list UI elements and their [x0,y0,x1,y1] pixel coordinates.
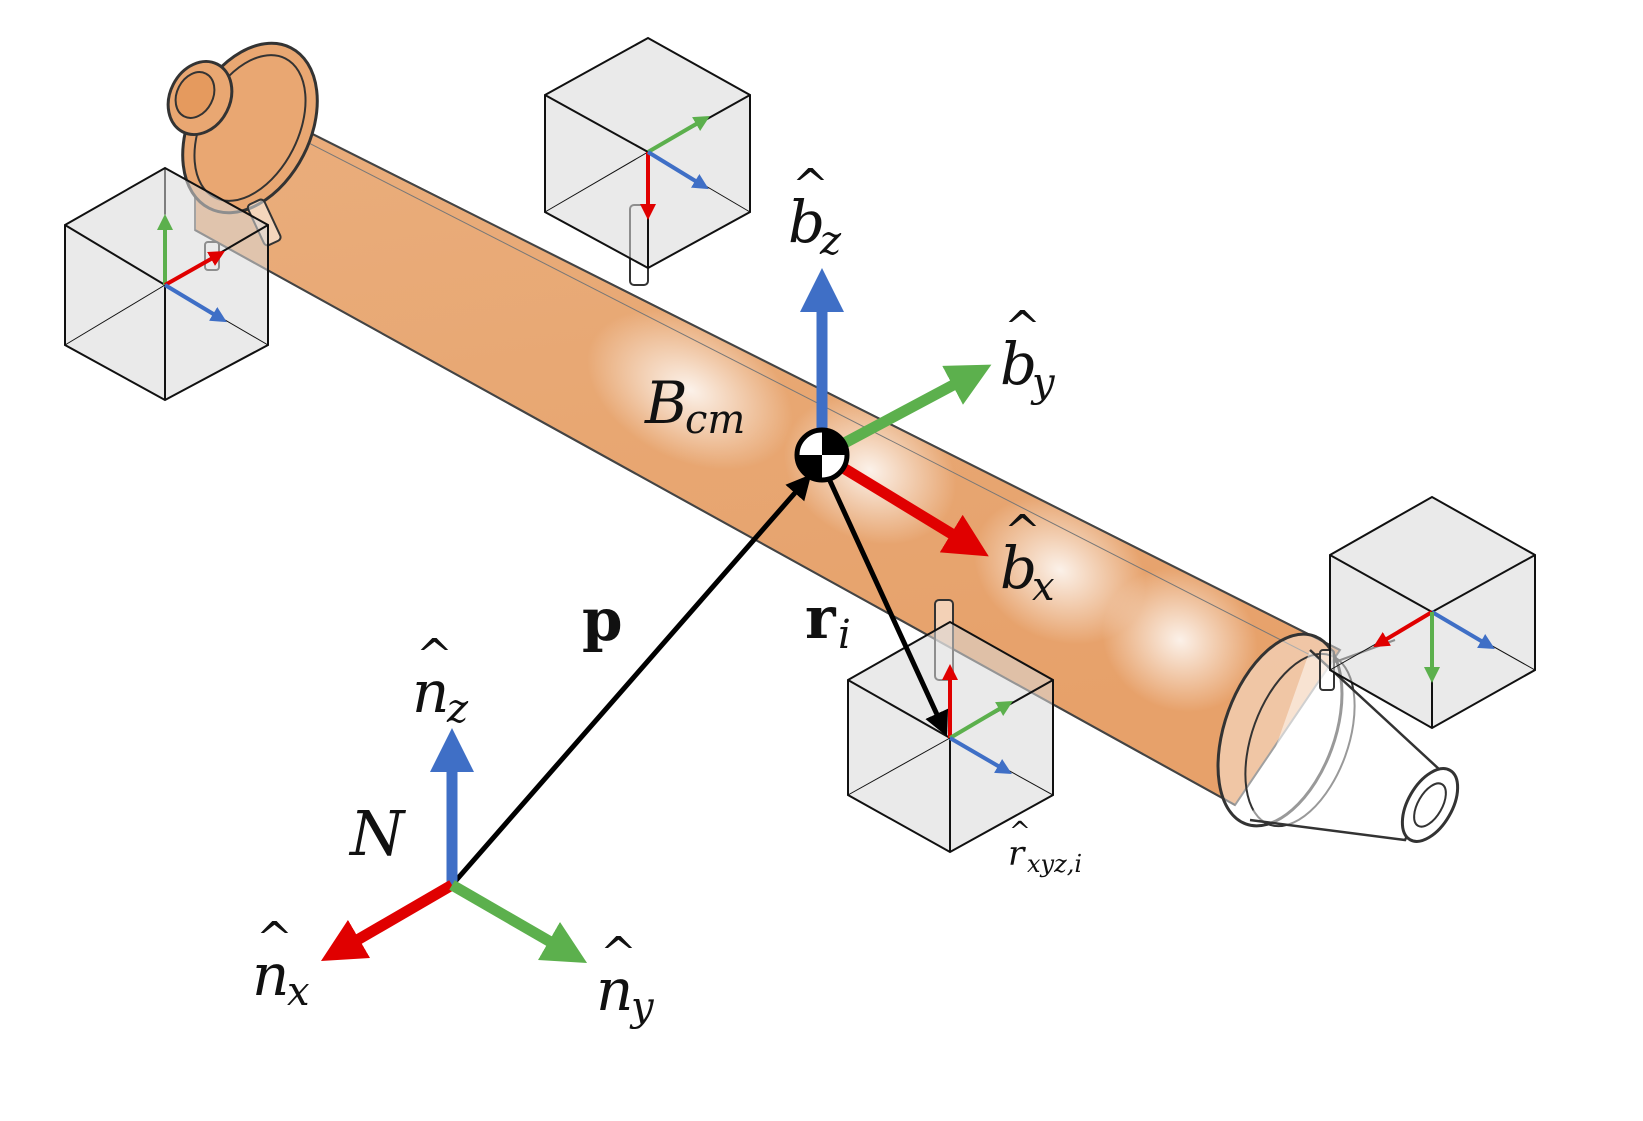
svg-text:^: ^ [256,913,293,964]
label-nx: n x ^ [252,913,310,1015]
svg-text:cm: cm [685,397,745,443]
frame-upper-center [640,115,710,220]
svg-text:n: n [596,956,633,1024]
svg-text:B: B [644,369,688,437]
label-bcm: B cm [644,369,745,443]
frame-lower-center [942,664,1013,775]
center-of-mass-icon [794,427,850,483]
label-ny: n y ^ [596,928,655,1030]
svg-text:x: x [1032,564,1055,610]
by-arrow [819,364,992,460]
svg-text:z: z [819,218,842,264]
label-by: b y ^ [1000,302,1056,406]
label-p: p [582,586,623,654]
svg-text:n: n [252,941,289,1009]
label-bx: b x ^ [1000,506,1055,610]
bx-arrow [819,450,989,557]
frame-upper-left [157,214,227,323]
inertial-frame-axes [320,728,588,964]
label-ri: r i [805,584,851,658]
position-vectors [450,468,949,887]
svg-text:^: ^ [1004,302,1041,353]
svg-text:i: i [838,612,851,658]
svg-text:^: ^ [792,160,829,211]
label-N: N [348,797,407,870]
ny-arrow [449,880,588,964]
svg-text:x: x [287,969,310,1015]
nx-arrow [320,880,455,962]
svg-text:b: b [1000,534,1037,602]
svg-text:y: y [1030,360,1056,406]
svg-text:^: ^ [416,630,453,681]
svg-text:b: b [1000,330,1037,398]
label-rxyz: r xyz,i ^ [1008,817,1082,878]
label-bz: b z ^ [788,160,842,264]
label-nz: n z ^ [412,630,469,732]
svg-text:^: ^ [1004,506,1041,557]
svg-text:b: b [788,188,825,256]
svg-text:z: z [446,686,469,732]
svg-text:n: n [412,658,449,726]
ri-vector [822,468,949,737]
frame-right [1373,610,1495,683]
p-vector [450,474,812,887]
svg-text:xyz,i: xyz,i [1027,850,1082,878]
svg-text:y: y [629,984,655,1030]
svg-text:r: r [1008,834,1026,874]
svg-text:r: r [805,584,837,652]
svg-text:^: ^ [1009,817,1031,847]
svg-text:^: ^ [600,928,637,979]
